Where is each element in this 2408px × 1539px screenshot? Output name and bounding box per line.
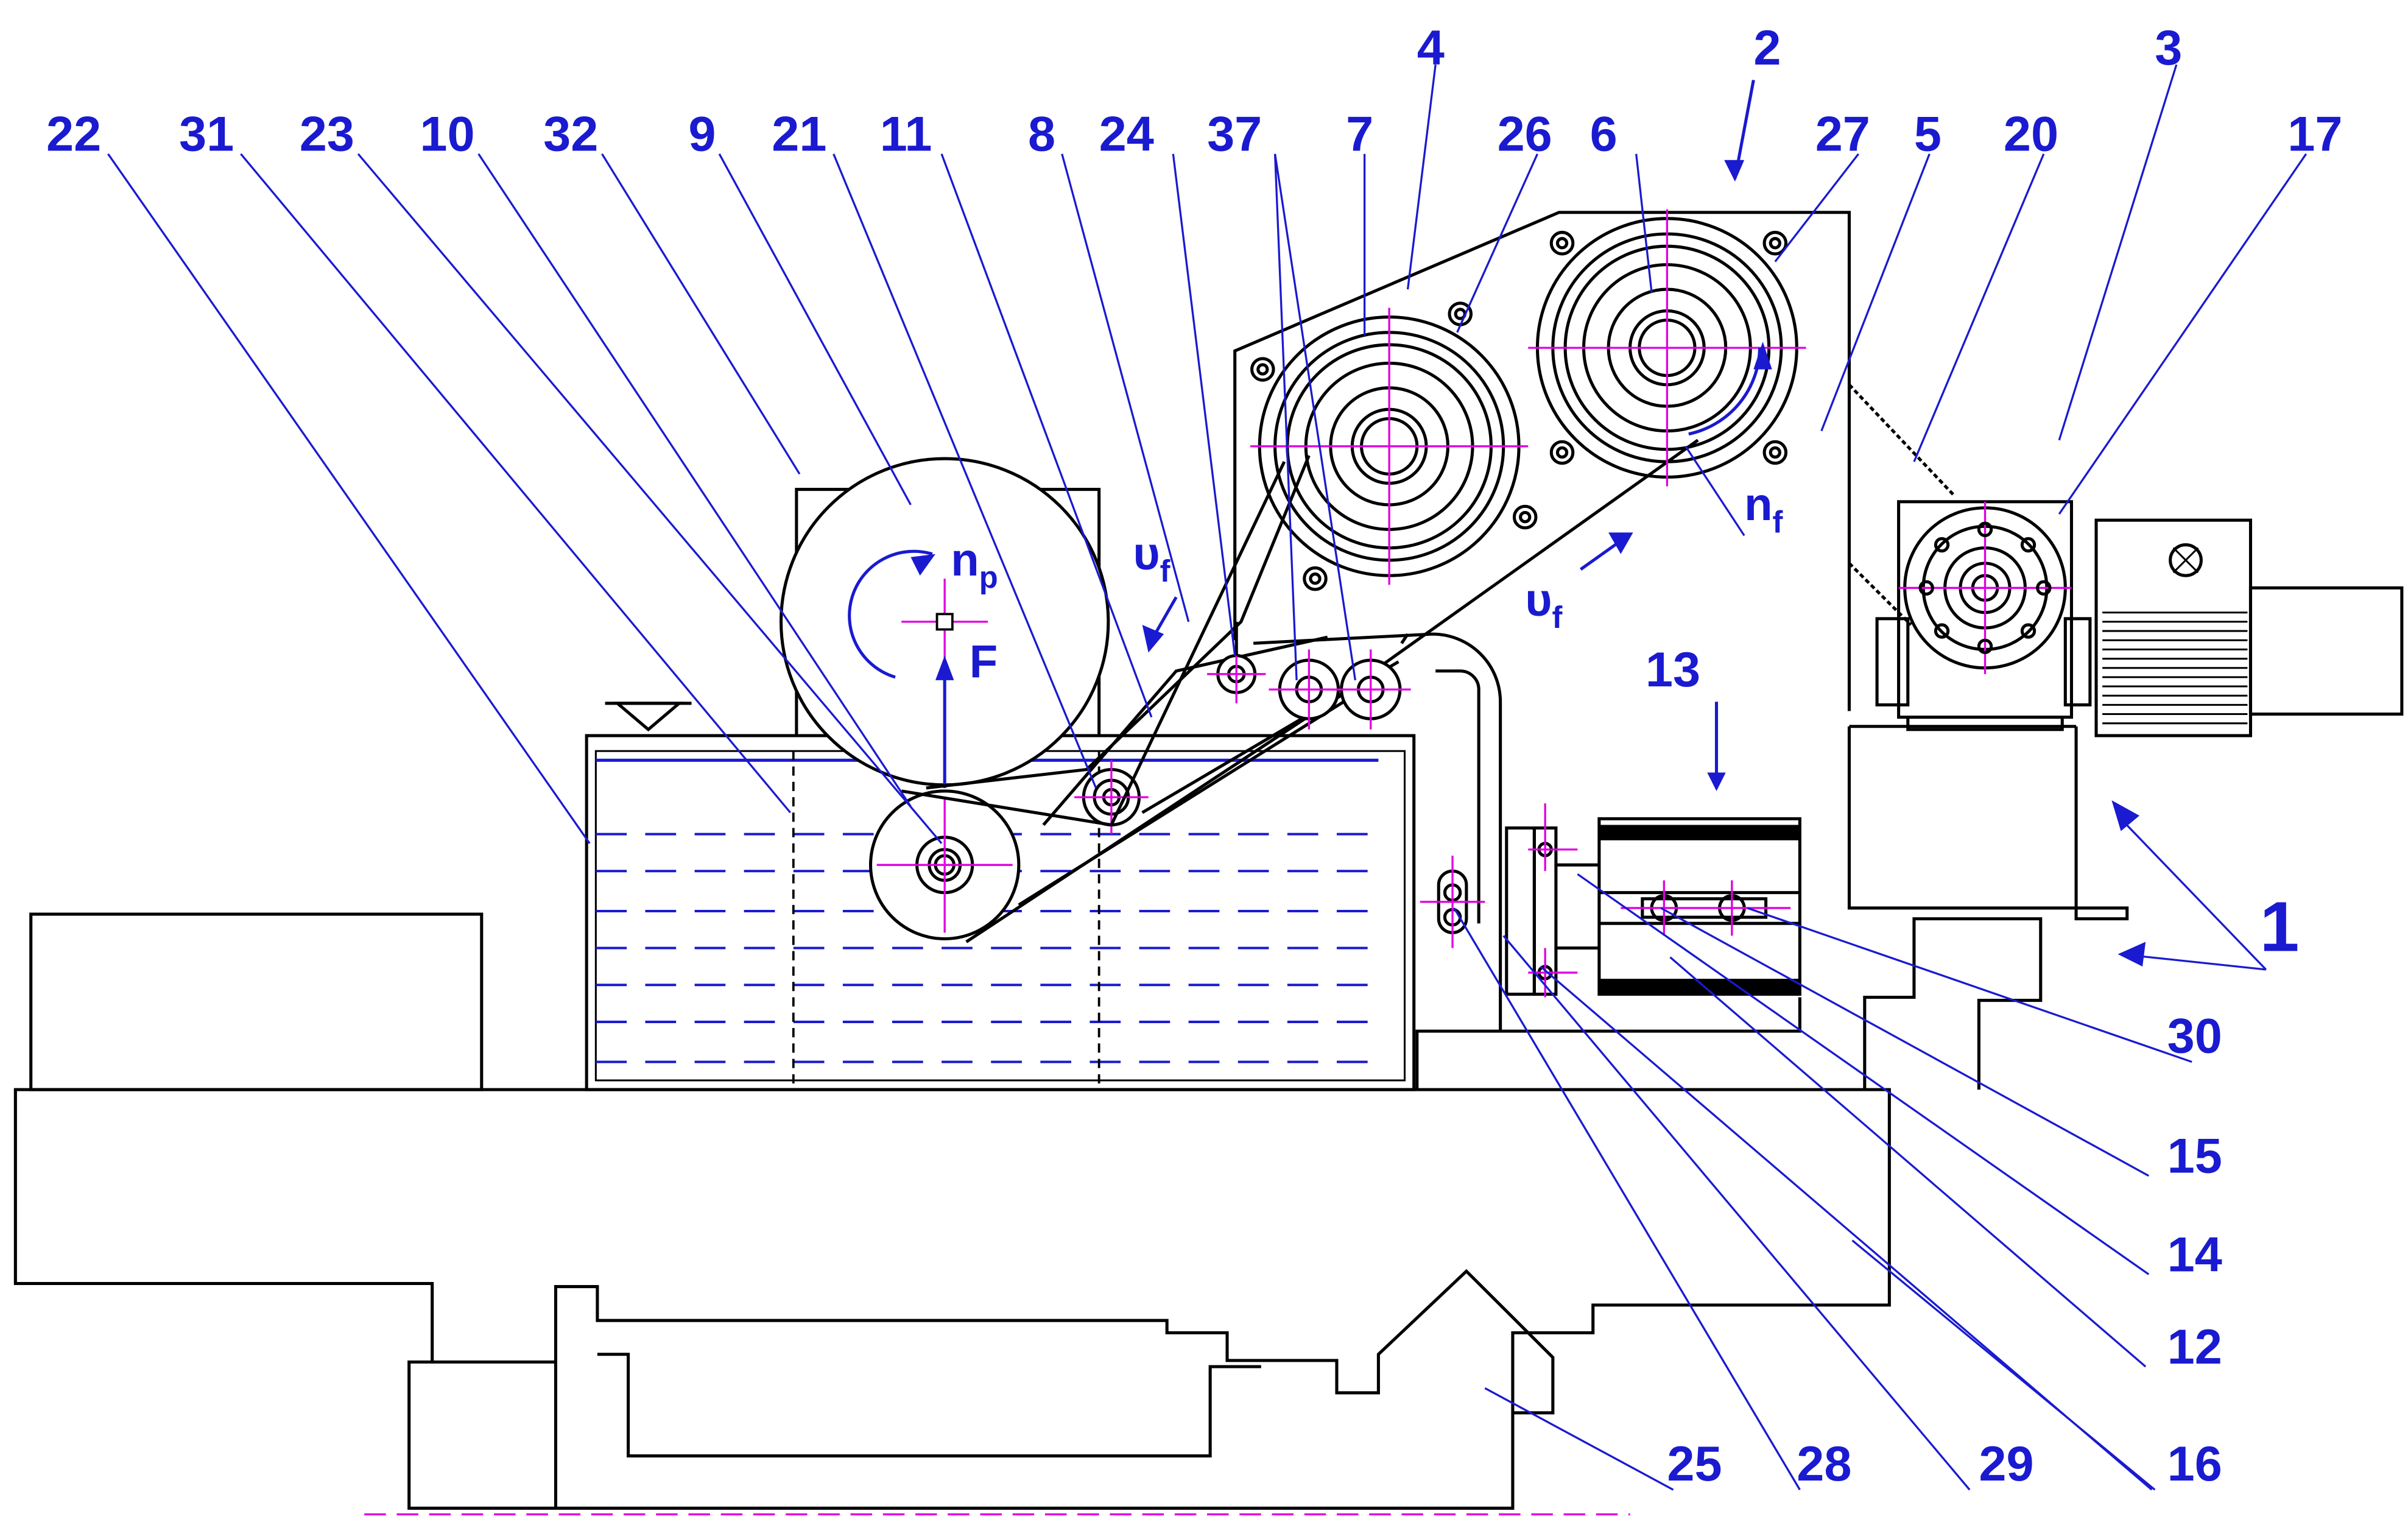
label-28: 28 (1797, 1437, 1851, 1491)
label-9: 9 (688, 107, 716, 162)
tape-housing (1233, 211, 1851, 1032)
label-10: 10 (420, 107, 474, 162)
label-26: 26 (1498, 107, 1552, 162)
label-14: 14 (2167, 1227, 2222, 1282)
label-27: 27 (1815, 107, 1870, 162)
housing-screws (1250, 231, 1788, 591)
left-block (29, 912, 484, 1091)
label-21: 21 (772, 107, 826, 162)
label-5: 5 (1914, 107, 1942, 162)
gearbox (1849, 500, 2092, 731)
label-11: 11 (880, 107, 932, 162)
label-29: 29 (1979, 1437, 2033, 1491)
label-7: 7 (1346, 107, 1373, 162)
label-3: 3 (2155, 21, 2182, 76)
label-30: 30 (2167, 1009, 2222, 1064)
symbol-nf: nf (1744, 479, 1783, 539)
symbol-vf-right: υf (1525, 574, 1562, 635)
pivot-slot (1420, 856, 1485, 948)
label-1: 1 (2260, 887, 2300, 967)
part-labels: 22 31 23 10 32 9 21 11 8 24 37 7 4 26 6 … (46, 21, 2342, 1491)
machine-bed (13, 1088, 1891, 1510)
takeup-reel (1528, 209, 1806, 487)
label-23: 23 (300, 107, 354, 162)
label-20: 20 (2004, 107, 2058, 162)
label-32: 32 (543, 107, 598, 162)
supply-reel (1250, 308, 1529, 585)
label-17: 17 (2287, 107, 2342, 162)
label-2: 2 (1753, 21, 1781, 76)
label-37: 37 (1207, 107, 1262, 162)
label-15: 15 (2167, 1129, 2222, 1184)
label-31: 31 (179, 107, 234, 162)
symbol-vf-left: υf (1133, 528, 1170, 588)
guide-roller-37b (1330, 649, 1411, 730)
tension-roller (1074, 760, 1149, 834)
right-support (1847, 726, 2129, 1090)
label-24: 24 (1099, 107, 1154, 162)
motor-fins (2102, 611, 2248, 725)
electric-motor (2094, 518, 2404, 738)
label-8: 8 (1028, 107, 1055, 162)
guide-roller-37a (1269, 649, 1350, 730)
label-12: 12 (2167, 1320, 2222, 1375)
label-13: 13 (1646, 643, 1700, 697)
label-16: 16 (2167, 1437, 2222, 1491)
label-6: 6 (1590, 107, 1618, 162)
label-22: 22 (46, 107, 101, 162)
kinematic-symbols: np F υf υf nf (951, 479, 1783, 688)
symbol-force: F (970, 636, 998, 688)
leader-lines (107, 64, 2308, 1491)
label-25: 25 (1667, 1437, 1722, 1491)
contact-roller (868, 789, 1021, 940)
workpiece-wheel (779, 457, 1110, 788)
symbol-np: np (951, 534, 998, 594)
lift-cylinder (1505, 803, 1801, 998)
center-column (1415, 997, 1801, 1090)
label-4: 4 (1417, 21, 1445, 76)
drive-belt (1848, 384, 1956, 626)
guide-roller-24 (1207, 621, 1266, 703)
